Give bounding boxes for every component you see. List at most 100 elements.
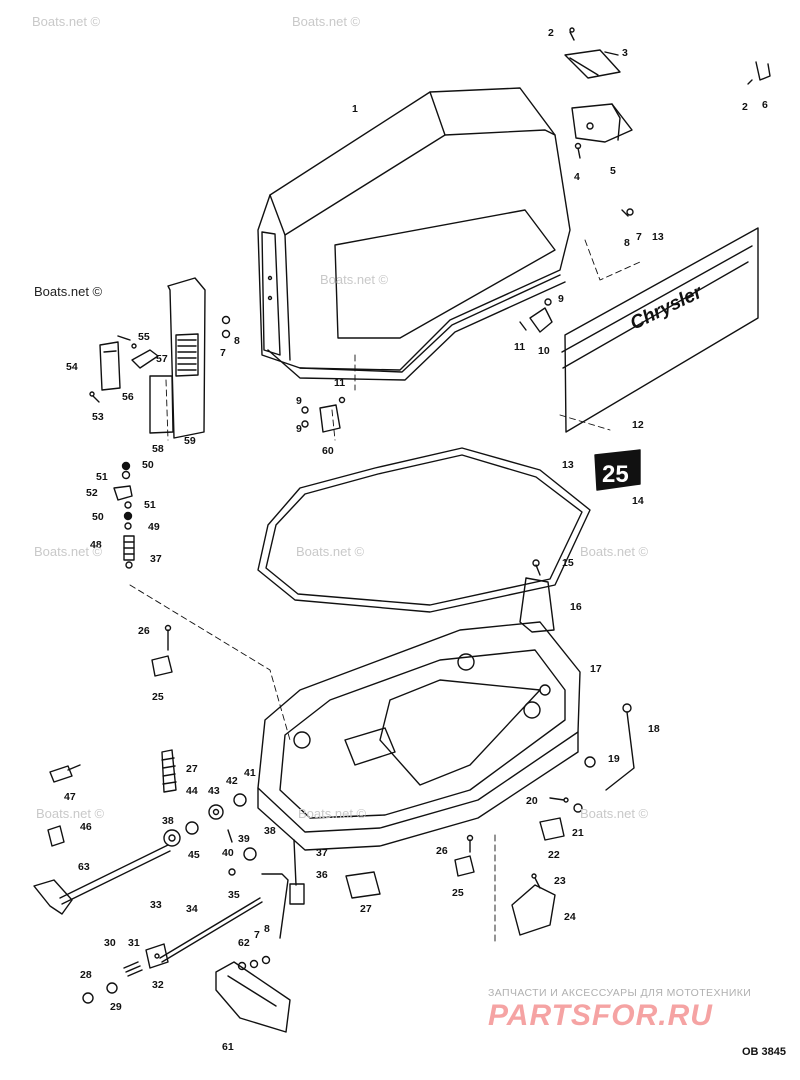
callout: 47 <box>64 791 76 803</box>
ground-cable <box>605 703 635 791</box>
callout: 24 <box>564 911 576 923</box>
callout: 50 <box>92 511 104 523</box>
callout: 30 <box>104 937 116 949</box>
watermark: Boats.net © <box>32 14 101 29</box>
callout: 12 <box>632 419 644 431</box>
callout: 9 <box>296 395 302 407</box>
latch-lever-56 <box>117 335 159 369</box>
callout: 27 <box>360 903 372 915</box>
bracket-16 <box>519 559 555 633</box>
nut-28-29 <box>82 982 118 1004</box>
callout: 2 <box>742 101 748 113</box>
callout: 13 <box>562 459 574 471</box>
callout: 53 <box>92 411 104 423</box>
callout: 20 <box>526 795 538 807</box>
screw-20 <box>549 797 569 803</box>
callout: 9 <box>558 293 564 305</box>
callout: 34 <box>186 903 198 915</box>
wire-clip <box>755 61 771 81</box>
clevis-32 <box>145 943 169 969</box>
watermark: Boats.net © <box>320 272 389 287</box>
callout: 46 <box>80 821 92 833</box>
callout: 32 <box>152 979 164 991</box>
callout: 11 <box>514 341 525 353</box>
callout: 55 <box>138 331 150 343</box>
callout-numbers: 1 2 3 2 6 4 5 8 7 13 9 11 10 12 55 54 56… <box>64 27 768 1053</box>
callout: 50 <box>142 459 154 471</box>
callout: 38 <box>162 815 174 827</box>
callout: 2 <box>548 27 554 39</box>
callout: 10 <box>538 345 550 357</box>
callout: 8 <box>264 923 270 935</box>
pad-27 <box>345 871 381 899</box>
washer-7-8 <box>221 315 231 339</box>
clamp-25-lower <box>454 834 475 877</box>
latch-plate <box>571 103 633 143</box>
callout: 19 <box>608 753 620 765</box>
callout: 43 <box>208 785 220 797</box>
screw-2b <box>747 79 753 85</box>
shield-61 <box>215 961 291 1033</box>
latch-bracket-upper <box>564 49 621 79</box>
watermark: Boats.net © <box>580 806 649 821</box>
badge-number-text: 25 <box>602 461 629 488</box>
fastener-stack <box>113 461 135 569</box>
engine-cowl <box>257 87 571 381</box>
callout: 7 <box>220 347 226 359</box>
watermark: Boats.net © <box>36 806 105 821</box>
watermark: Boats.net © <box>298 806 367 821</box>
callout: 25 <box>452 887 464 899</box>
watermark: Boats.net © <box>34 284 103 299</box>
model-badge <box>594 449 641 491</box>
callout: 58 <box>152 443 164 455</box>
linkage-parts <box>163 793 305 939</box>
watermark: Boats.net © <box>34 544 103 559</box>
callout: 16 <box>570 601 582 613</box>
callout: 29 <box>110 1001 122 1013</box>
callout: 35 <box>228 889 240 901</box>
callout: 15 <box>562 557 574 569</box>
callout: 61 <box>222 1041 234 1053</box>
callout: 25 <box>152 691 164 703</box>
callout: 26 <box>436 845 448 857</box>
callout: 1 <box>352 103 358 115</box>
callout: 6 <box>762 99 768 111</box>
callout: 63 <box>78 861 90 873</box>
bracket-10 <box>519 298 553 333</box>
callout: 14 <box>632 495 644 507</box>
callout: 4 <box>574 171 580 183</box>
latch-handle-54 <box>99 341 121 391</box>
decal-strip <box>561 227 759 433</box>
callout: 11 <box>334 377 345 389</box>
callout: 36 <box>316 869 328 881</box>
callout: 37 <box>150 553 162 565</box>
callout: 18 <box>648 723 660 735</box>
callout: 38 <box>264 825 276 837</box>
callout: 27 <box>186 763 198 775</box>
screw-4 <box>574 142 582 159</box>
callout: 49 <box>148 521 160 533</box>
callout: 57 <box>156 353 168 365</box>
watermark: Boats.net © <box>296 544 365 559</box>
screw-53 <box>89 391 100 403</box>
spring-31 <box>123 961 143 977</box>
diagram-reference-code: OB 3845 <box>742 1046 787 1058</box>
connector-47 <box>49 764 81 783</box>
lower-motor-pan <box>257 621 581 851</box>
callout: 40 <box>222 847 234 859</box>
callout: 48 <box>90 539 102 551</box>
callout: 28 <box>80 969 92 981</box>
callout: 5 <box>610 165 616 177</box>
callout: 54 <box>66 361 78 373</box>
nut-21 <box>573 803 583 813</box>
callout: 33 <box>150 899 162 911</box>
callout: 56 <box>122 391 134 403</box>
brand-name-text: Chrysler <box>627 281 707 334</box>
callout: 22 <box>548 849 560 861</box>
watermark: Boats.net © <box>580 544 649 559</box>
callout: 44 <box>186 785 198 797</box>
bracket-60 <box>301 396 346 433</box>
callout: 9 <box>296 423 302 435</box>
leader-lines <box>129 239 641 946</box>
fastener-7-8 <box>621 208 634 217</box>
